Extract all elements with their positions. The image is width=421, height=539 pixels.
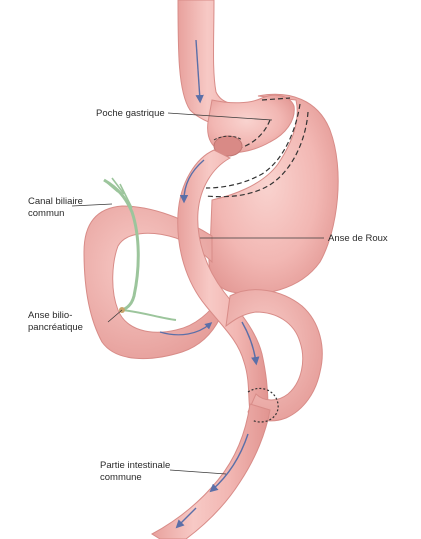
bile-duct-branches [103, 177, 133, 209]
jejunojejunal-anastomosis [247, 387, 279, 423]
staple-line-pouch [221, 97, 291, 153]
label-bile-duct-line2: commun [28, 208, 64, 219]
flow-arrow-roux-lower [241, 321, 260, 366]
flow-arrow-bilio [159, 322, 213, 336]
label-gastric-pouch: Poche gastrique [96, 108, 165, 119]
leader-common-channel [169, 469, 227, 475]
pancreatic-duct [121, 309, 177, 321]
leader-gastric-pouch [167, 112, 273, 121]
jejunal-loop [225, 289, 323, 422]
label-common-channel-line1: Partie intestinale [100, 460, 170, 471]
gastrojejunal-anastomosis [213, 135, 243, 157]
label-bile-duct-line1: Canal biliaire [28, 196, 83, 207]
label-roux-limb: Anse de Roux [328, 233, 388, 244]
flow-arrow-roux [179, 159, 205, 204]
label-common-channel-line2: commune [100, 472, 142, 483]
leader-biliopancreatic [107, 309, 123, 323]
label-biliopancreatic-line1: Anse bilio- [28, 310, 72, 321]
flow-arrow-esophagus [195, 39, 204, 104]
staple-line-remnant [205, 103, 301, 189]
common-bile-duct [103, 178, 140, 312]
leader-bile-duct [71, 203, 113, 207]
flow-arrow-common [209, 433, 249, 493]
staple-line-remnant-2 [205, 111, 309, 198]
flow-arrow-exit [175, 507, 197, 529]
label-biliopancreatic-line2: pancréatique [28, 322, 83, 333]
common-channel [151, 403, 271, 539]
